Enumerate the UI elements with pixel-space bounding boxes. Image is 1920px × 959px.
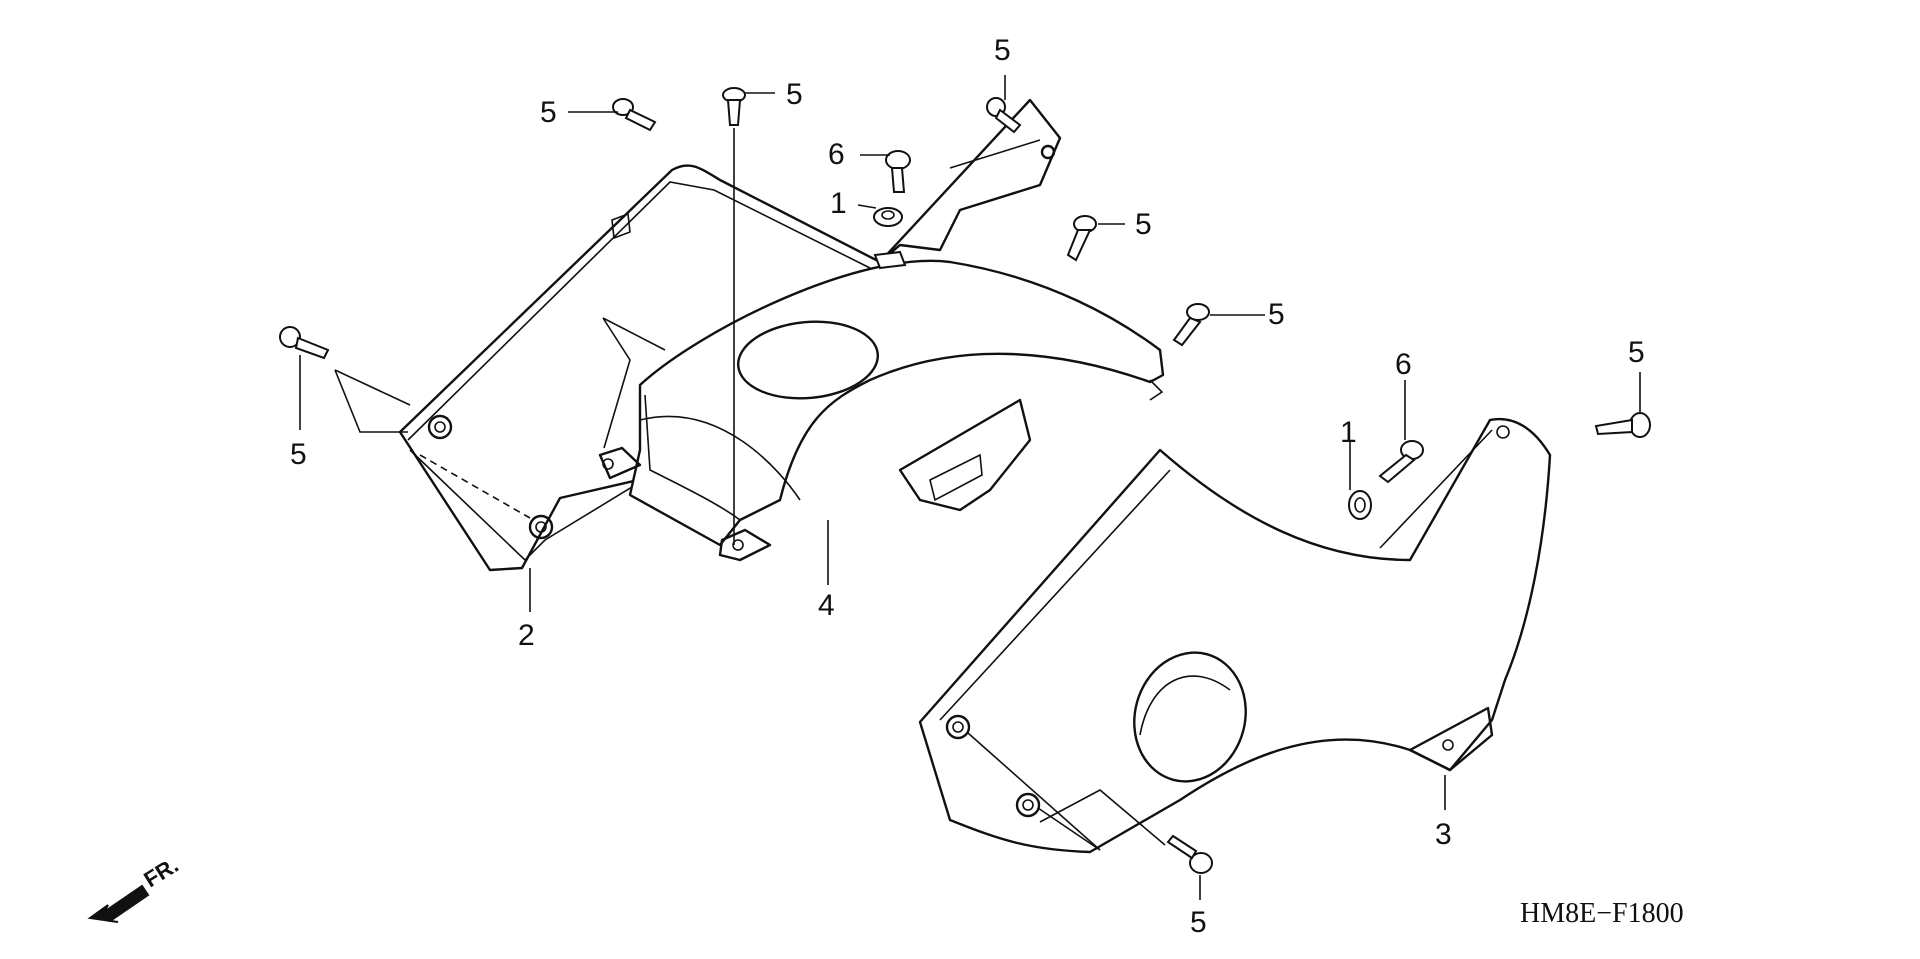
callout-5-bottom: 5: [1190, 906, 1207, 939]
callout-5-top-center: 5: [786, 78, 803, 111]
clip-icon: [1594, 412, 1651, 438]
leader-lines: [299, 75, 1641, 900]
nut-icon: [1348, 490, 1372, 520]
callout-3: 3: [1435, 818, 1452, 851]
hardware: [279, 87, 1651, 874]
right-side-cover: [918, 417, 1552, 854]
callout-4: 4: [818, 589, 835, 622]
callout-5-far-right: 5: [1628, 336, 1645, 369]
bolt-icon: [885, 150, 911, 193]
front-direction-arrow-icon: [87, 884, 150, 923]
callout-5-left: 5: [290, 438, 307, 471]
front-label: FR.: [139, 852, 182, 892]
clip-icon: [1066, 215, 1097, 262]
clip-icon: [279, 326, 330, 360]
clip-icon: [986, 97, 1022, 134]
callout-labels: 5 5 5 5 5 5 5 5 5 1 1 6 6 2 3 4: [290, 34, 1645, 939]
callout-6-right: 6: [1395, 348, 1412, 381]
clip-icon: [612, 98, 657, 132]
callout-1-top: 1: [830, 187, 847, 220]
callout-5-right-upper: 5: [1135, 208, 1152, 241]
bolt-icon: [1378, 440, 1424, 484]
left-side-cover: [398, 164, 912, 572]
callout-2: 2: [518, 619, 535, 652]
nut-icon: [873, 207, 903, 227]
callout-1-right: 1: [1340, 416, 1357, 449]
diagram-code: HM8E−F1800: [1520, 898, 1684, 929]
front-direction-indicator: FR.: [87, 852, 183, 923]
callout-5-right-mid: 5: [1268, 298, 1285, 331]
callout-5-top-left: 5: [540, 96, 557, 129]
clip-icon: [1166, 834, 1213, 874]
callout-5-top-right: 5: [994, 34, 1011, 67]
clip-icon: [722, 87, 746, 126]
clip-icon: [1172, 303, 1210, 347]
callout-6-top: 6: [828, 138, 845, 171]
